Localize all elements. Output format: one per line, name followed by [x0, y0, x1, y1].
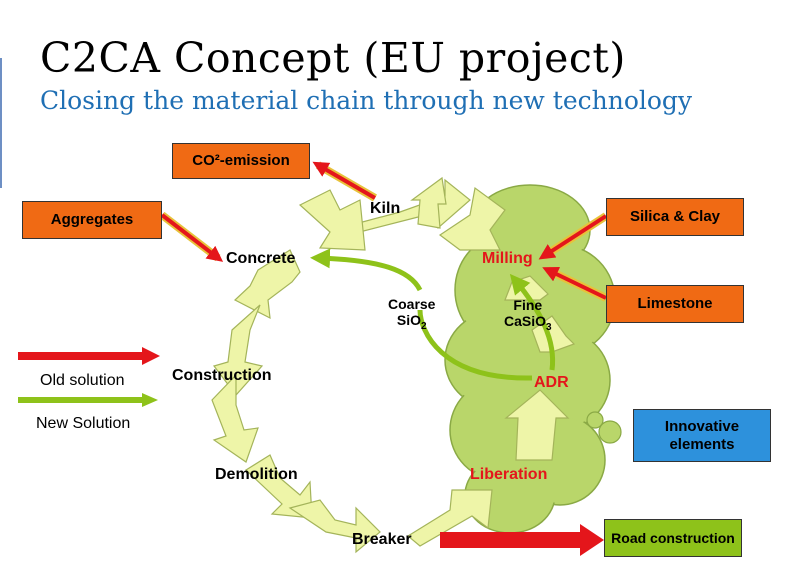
coarse-material-label: Coarse SiO2 [388, 296, 435, 332]
legend-new-solution: New Solution [36, 415, 131, 432]
construction-label: Construction [172, 367, 272, 384]
kiln-label: Kiln [370, 200, 401, 217]
cycle-arrows [211, 176, 576, 554]
breaker-label: Breaker [352, 531, 412, 548]
slide-title: C2CA Concept (EU project) [40, 34, 626, 82]
thought-bubble-large [598, 420, 622, 444]
fine-text: Fine [513, 297, 543, 313]
aggregates-box: Aggregates [22, 201, 162, 239]
demolition-label: Demolition [215, 466, 298, 483]
coarse-formula-text: SiO [396, 312, 422, 329]
concrete-label: Concrete [226, 250, 296, 267]
innovative-elements-box: Innovative elements [633, 409, 771, 462]
fine-formula-text: CaSiO [504, 313, 547, 330]
old-solution-arrows [159, 161, 609, 302]
fine-material-label: Fine CaSiO3 [504, 297, 552, 333]
limestone-box: Limestone [606, 285, 744, 323]
fine-formula-subscript: 3 [546, 321, 552, 333]
coarse-formula-subscript: 2 [421, 320, 427, 332]
silica-clay-box: Silica & Clay [606, 198, 744, 236]
milling-label: Milling [482, 250, 533, 267]
coarse-text: Coarse [388, 296, 436, 312]
road-construction-arrow [440, 524, 604, 556]
slide-accent-bar [0, 58, 2, 188]
coarse-formula: SiO2 [388, 312, 435, 332]
thought-bubble-small [586, 411, 604, 429]
legend-arrows [18, 347, 160, 407]
fine-formula: CaSiO3 [504, 313, 552, 333]
liberation-label: Liberation [470, 466, 548, 483]
co2-emission-box: CO²-emission [172, 143, 310, 179]
slide-subtitle: Closing the material chain through new t… [40, 86, 693, 115]
adr-label: ADR [534, 374, 569, 391]
legend-old-solution: Old solution [40, 372, 125, 389]
road-construction-box: Road construction [604, 519, 742, 557]
new-solution-arrows [310, 248, 556, 381]
